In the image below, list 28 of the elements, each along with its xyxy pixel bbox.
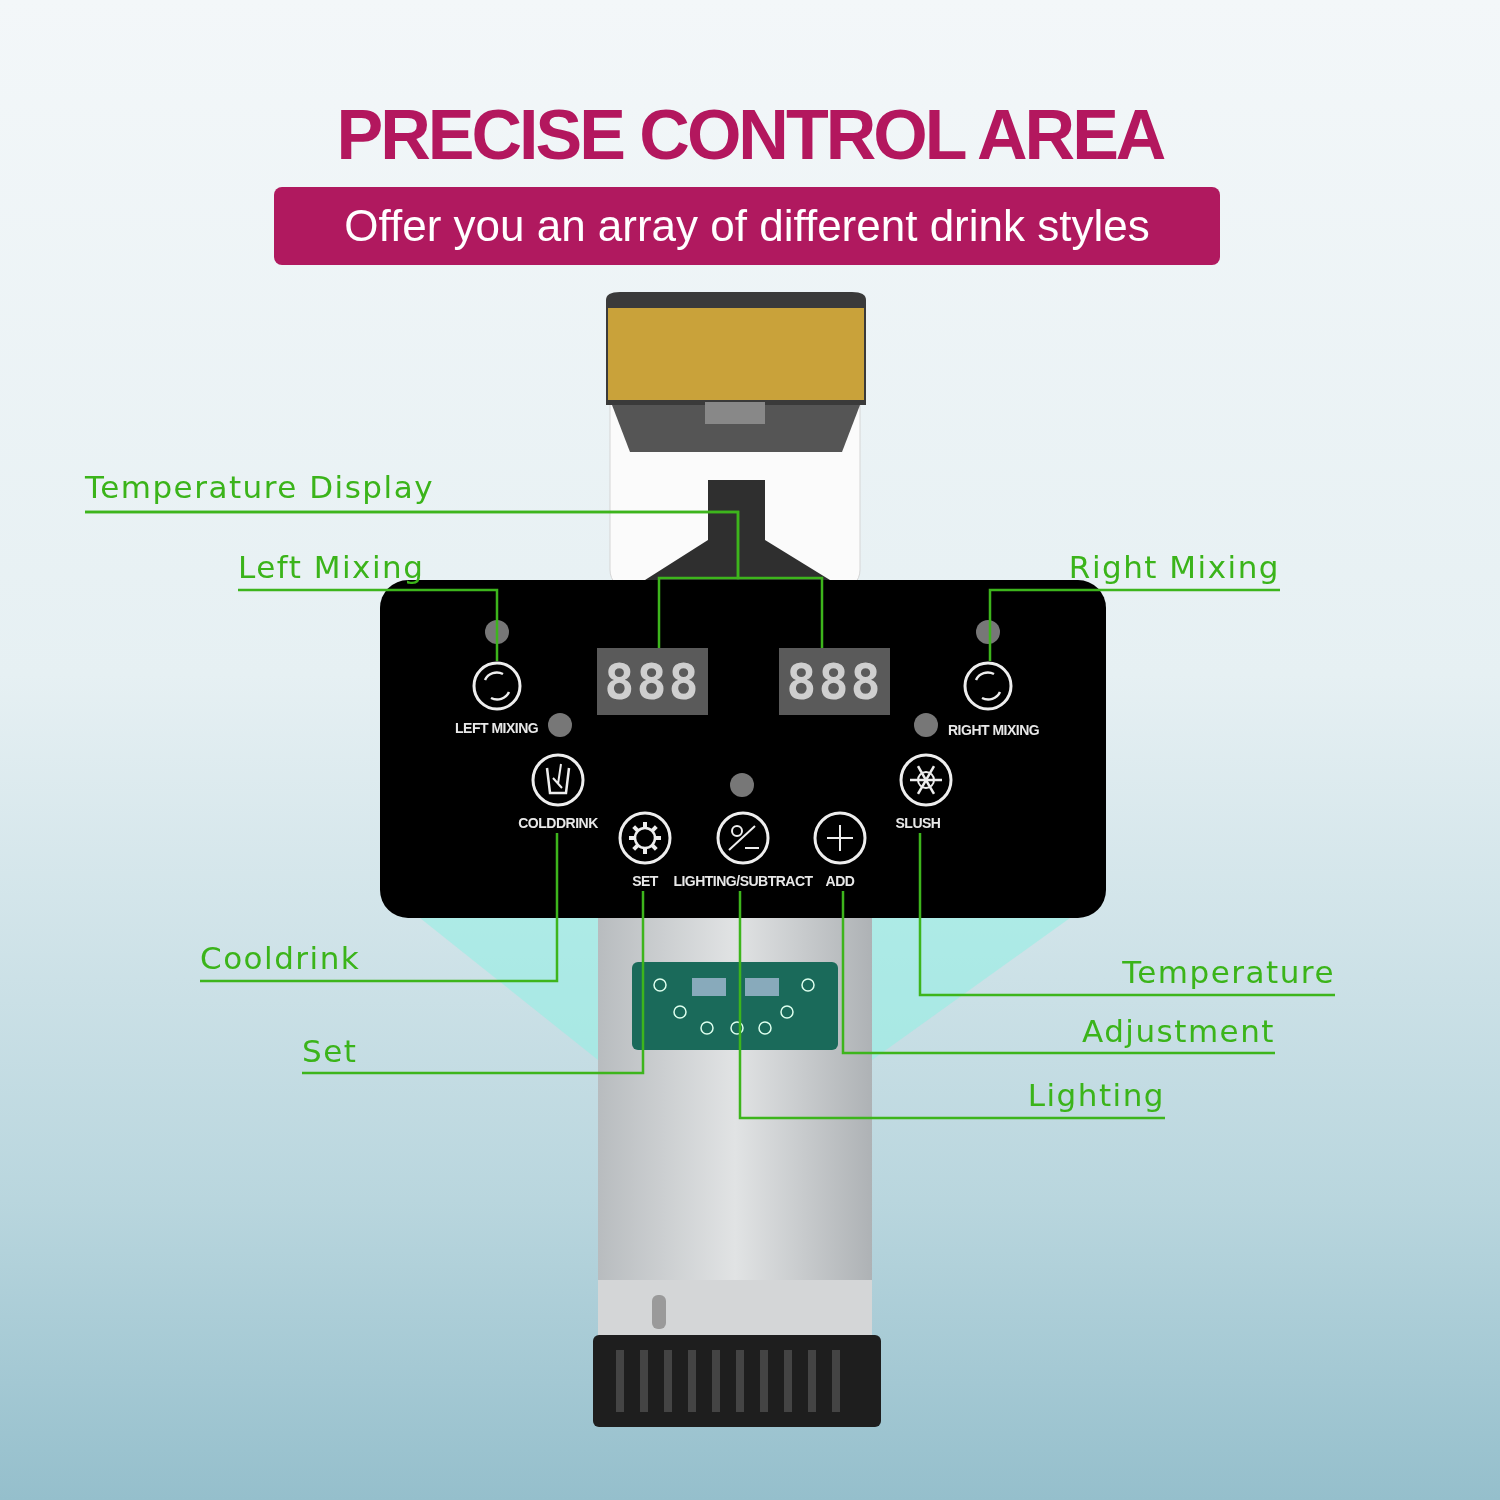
leader-line: [200, 833, 559, 983]
banner: Offer you an array of different drink styles: [274, 187, 1220, 265]
leader-line: [841, 891, 1275, 1055]
callout-label: Right Mixing: [1045, 543, 1280, 590]
rotation-button: [963, 661, 1013, 711]
callout-label: Temperature Display: [85, 462, 465, 512]
panel-label: ADD: [818, 871, 862, 891]
panel-label: LIGHTING/SUBTRACT: [675, 871, 811, 891]
panel-label: LEFT MIXING: [455, 720, 539, 736]
panel-label: SLUSH: [892, 813, 944, 833]
leader-line: [988, 588, 1280, 661]
leader-line: [738, 891, 1165, 1120]
callout-label: Temperature: [1110, 948, 1335, 995]
panel-label: SET: [625, 871, 665, 891]
title: PRECISE CONTROL AREA: [335, 95, 1165, 175]
callout-label: Adjustment: [1060, 1008, 1275, 1053]
digital-display: 888: [597, 648, 708, 715]
callout-label: Lighting: [1000, 1072, 1165, 1118]
panel-label: RIGHT MIXING: [948, 722, 1040, 738]
rotation-button: [472, 661, 522, 711]
callout-label: Left Mixing: [238, 543, 448, 590]
callout-label: Set: [302, 1028, 422, 1073]
panel-label: COLDDRINK: [507, 813, 609, 833]
digital-display: 888: [779, 648, 890, 715]
leader-line: [238, 588, 499, 661]
leader-line: [918, 833, 1335, 997]
callout-label: Cooldrink: [200, 935, 400, 981]
leader-line: [302, 891, 645, 1075]
